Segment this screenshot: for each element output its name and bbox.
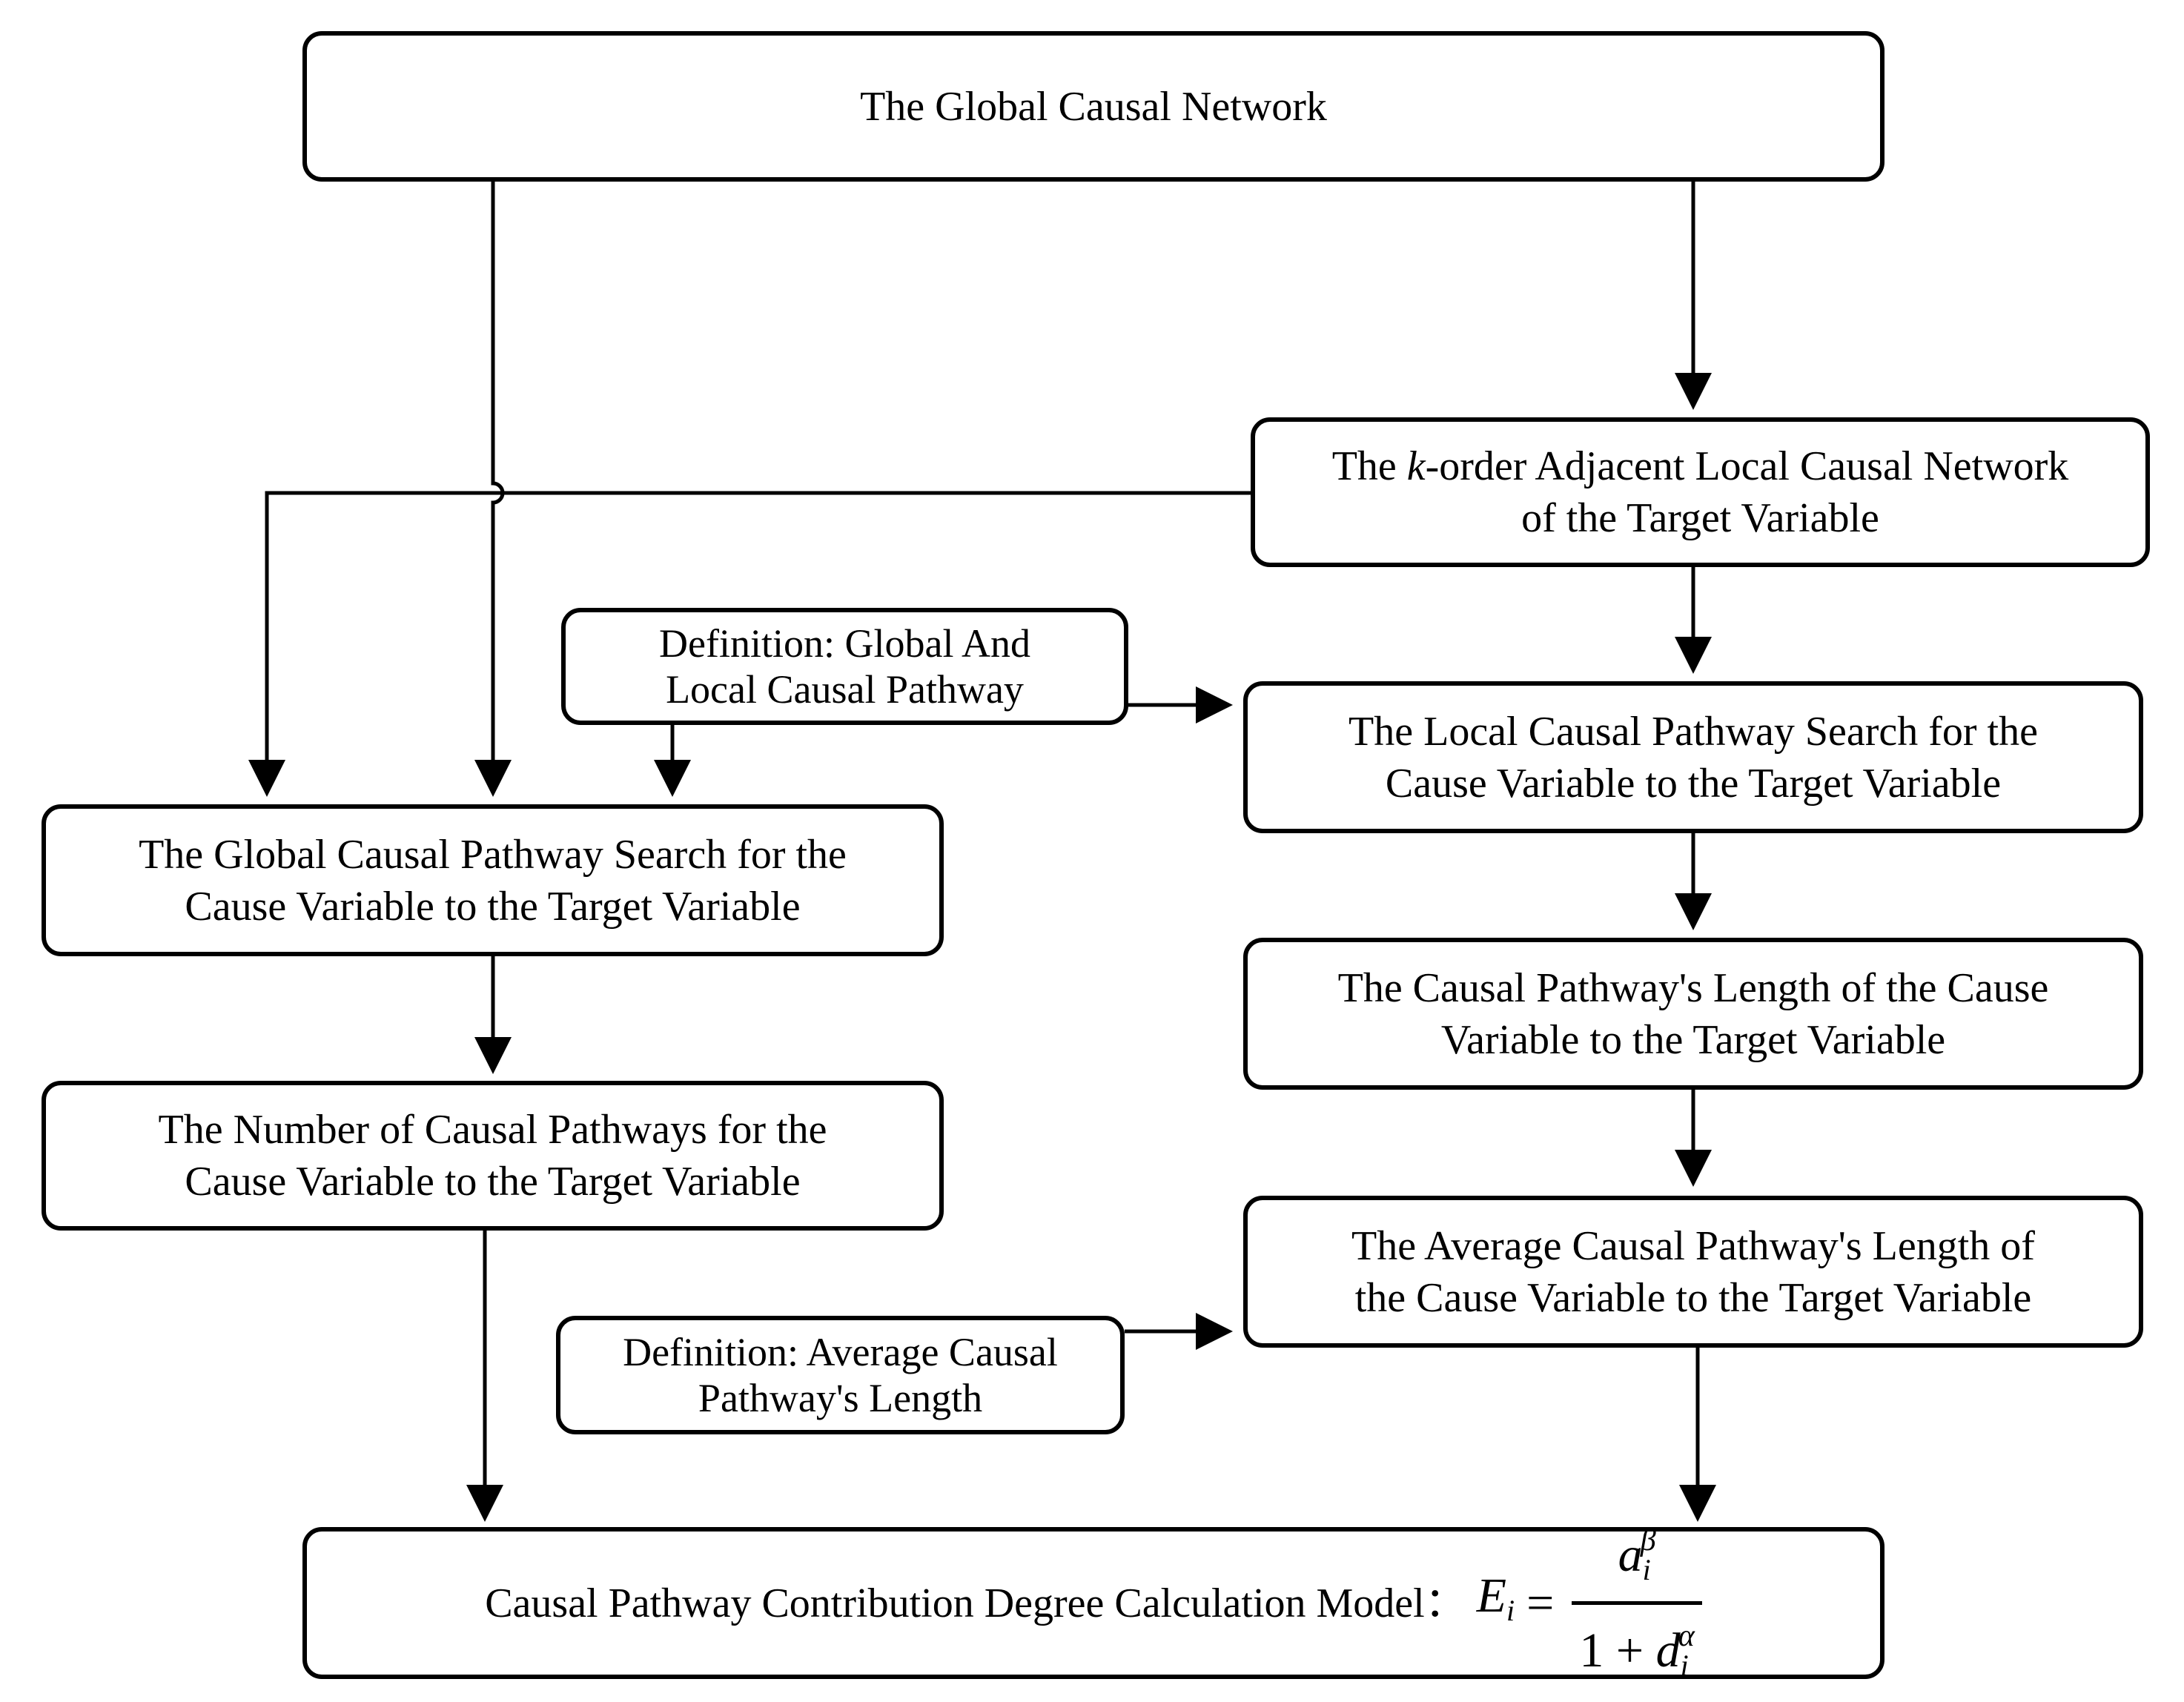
formula-equals: = (1526, 1575, 1555, 1630)
node-pathway-length-line1: The Causal Pathway's Length of the Cause (1337, 964, 2049, 1011)
node-average-pathway-length-line1: The Average Causal Pathway's Length of (1351, 1222, 2035, 1269)
node-global-pathway-search-line1: The Global Causal Pathway Search for the (139, 831, 847, 878)
node-definition-average-line1: Definition: Average Causal (623, 1330, 1058, 1374)
node-global-causal-network: The Global Causal Network (302, 31, 1884, 182)
node-average-pathway-length: The Average Causal Pathway's Length of t… (1243, 1196, 2143, 1348)
node-number-of-pathways: The Number of Causal Pathways for the Ca… (42, 1081, 944, 1231)
model-label: Causal Pathway Contribution Degree Calcu… (485, 1580, 1466, 1626)
node-number-of-pathways-line2: Cause Variable to the Target Variable (185, 1159, 801, 1205)
arrow-korder-to-global-search (248, 491, 1251, 797)
formula-denominator: 1 + diα (1572, 1601, 1702, 1692)
node-contribution-model: Causal Pathway Contribution Degree Calcu… (302, 1523, 1884, 1682)
node-global-pathway-search-line2: Cause Variable to the Target Variable (185, 883, 801, 930)
model-row: Causal Pathway Contribution Degree Calcu… (485, 1514, 1702, 1692)
node-pathway-length-line2: Variable to the Target Variable (1440, 1016, 1946, 1063)
node-k-order-line1: The k-order Adjacent Local Causal Networ… (1331, 443, 2069, 489)
formula-fraction: aiβ 1 + diα (1572, 1514, 1702, 1692)
node-definition-global-local-line2: Local Causal Pathway (666, 667, 1024, 712)
node-local-pathway-search: The Local Causal Pathway Search for the … (1243, 681, 2143, 833)
node-definition-average-length: Definition: Average Causal Pathway's Len… (556, 1316, 1125, 1434)
node-definition-average-line2: Pathway's Length (698, 1376, 983, 1420)
node-global-pathway-search: The Global Causal Pathway Search for the… (42, 804, 944, 956)
node-number-of-pathways-line1: The Number of Causal Pathways for the (158, 1107, 827, 1153)
node-k-order-line2: of the Target Variable (1521, 495, 1879, 541)
node-pathway-length: The Causal Pathway's Length of the Cause… (1243, 938, 2143, 1090)
node-definition-global-local-line1: Definition: Global And (659, 621, 1030, 666)
node-local-pathway-search-line1: The Local Causal Pathway Search for the (1349, 708, 2038, 755)
formula-lhs: Ei (1476, 1568, 1515, 1627)
node-k-order-local-network: The k-order Adjacent Local Causal Networ… (1251, 417, 2150, 567)
formula-numerator: aiβ (1618, 1523, 1656, 1586)
node-local-pathway-search-line2: Cause Variable to the Target Variable (1385, 760, 2002, 807)
node-average-pathway-length-line2: the Cause Variable to the Target Variabl… (1354, 1274, 2032, 1321)
node-global-causal-network-label: The Global Causal Network (860, 83, 1327, 130)
node-definition-global-local: Definition: Global And Local Causal Path… (561, 608, 1128, 725)
arrow-global-to-global-search (474, 182, 512, 797)
